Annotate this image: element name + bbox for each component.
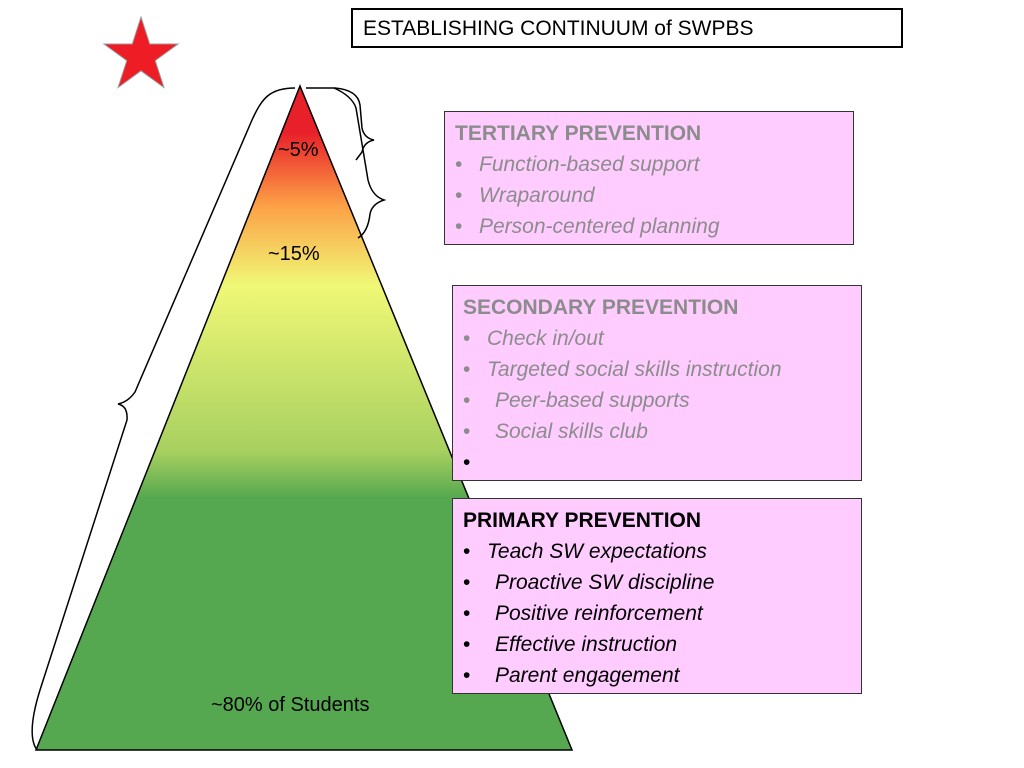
- tertiary-list: • Function-based support • Wraparound • Per…: [455, 149, 843, 242]
- star-icon: [102, 15, 180, 89]
- bullet: •: [463, 571, 471, 594]
- list-item: • Peer-based supports: [463, 385, 851, 416]
- list-item: • Function-based support: [455, 149, 843, 180]
- bullet: •: [463, 327, 471, 350]
- pyramid: [34, 83, 574, 751]
- tertiary-header: TERTIARY PREVENTION: [455, 122, 702, 145]
- list-item-text: Person-centered planning: [479, 215, 720, 238]
- list-item-text: Function-based support: [479, 153, 700, 176]
- list-item-text: Positive reinforcement: [495, 602, 703, 625]
- list-item: • Proactive SW discipline: [463, 567, 851, 598]
- secondary-list: • Check in/out • Targeted social skills in…: [463, 323, 851, 478]
- list-item-text: Parent engagement: [495, 664, 680, 687]
- bullet: •: [463, 664, 471, 687]
- primary-percent-label: ~80% of Students: [211, 694, 370, 716]
- tertiary-brace-bottom: [333, 87, 387, 239]
- page-title: ESTABLISHING CONTINUUM of SWPBS: [351, 8, 903, 48]
- bullet: •: [463, 420, 471, 443]
- secondary-header: SECONDARY PREVENTION: [463, 296, 739, 319]
- bullet: •: [463, 389, 471, 412]
- tertiary-prevention-box: TERTIARY PREVENTION • Function-based supp…: [444, 111, 854, 245]
- bullet: •: [463, 633, 471, 656]
- bullet: •: [463, 451, 471, 474]
- bullet: •: [463, 540, 471, 563]
- bullet: •: [455, 184, 463, 207]
- list-item: •: [463, 447, 851, 478]
- bullet: •: [455, 153, 463, 176]
- list-item: • Teach SW expectations: [463, 536, 851, 567]
- list-item: • Person-centered planning: [455, 211, 843, 242]
- tertiary-brace-top: [306, 87, 375, 161]
- list-item-text: Effective instruction: [495, 633, 678, 656]
- list-item: • Check in/out: [463, 323, 851, 354]
- secondary-percent-label: ~15%: [268, 243, 320, 265]
- left-brace: [31, 87, 296, 751]
- primary-header: PRIMARY PREVENTION: [463, 509, 702, 532]
- list-item: • Wraparound: [455, 180, 843, 211]
- bullet: •: [455, 215, 463, 238]
- list-item: • Parent engagement: [463, 660, 851, 691]
- list-item-text: Peer-based supports: [495, 389, 690, 412]
- list-item-text: Proactive SW discipline: [495, 571, 715, 594]
- list-item-text: Targeted social skills instruction: [487, 358, 782, 381]
- bullet: •: [463, 602, 471, 625]
- list-item: • Positive reinforcement: [463, 598, 851, 629]
- primary-prevention-box: PRIMARY PREVENTION • Teach SW expectation…: [452, 498, 862, 694]
- list-item-text: Wraparound: [479, 184, 595, 207]
- list-item-text: Teach SW expectations: [487, 540, 707, 563]
- list-item-text: Check in/out: [487, 327, 604, 350]
- bullet: •: [463, 358, 471, 381]
- list-item: • Effective instruction: [463, 629, 851, 660]
- list-item-text: Social skills club: [495, 420, 648, 443]
- secondary-prevention-box: SECONDARY PREVENTION • Check in/out • Targ…: [452, 285, 862, 481]
- list-item: • Social skills club: [463, 416, 851, 447]
- tertiary-percent-label: ~5%: [278, 139, 319, 161]
- list-item: • Targeted social skills instruction: [463, 354, 851, 385]
- primary-list: • Teach SW expectations • Proactive SW dis…: [463, 536, 851, 691]
